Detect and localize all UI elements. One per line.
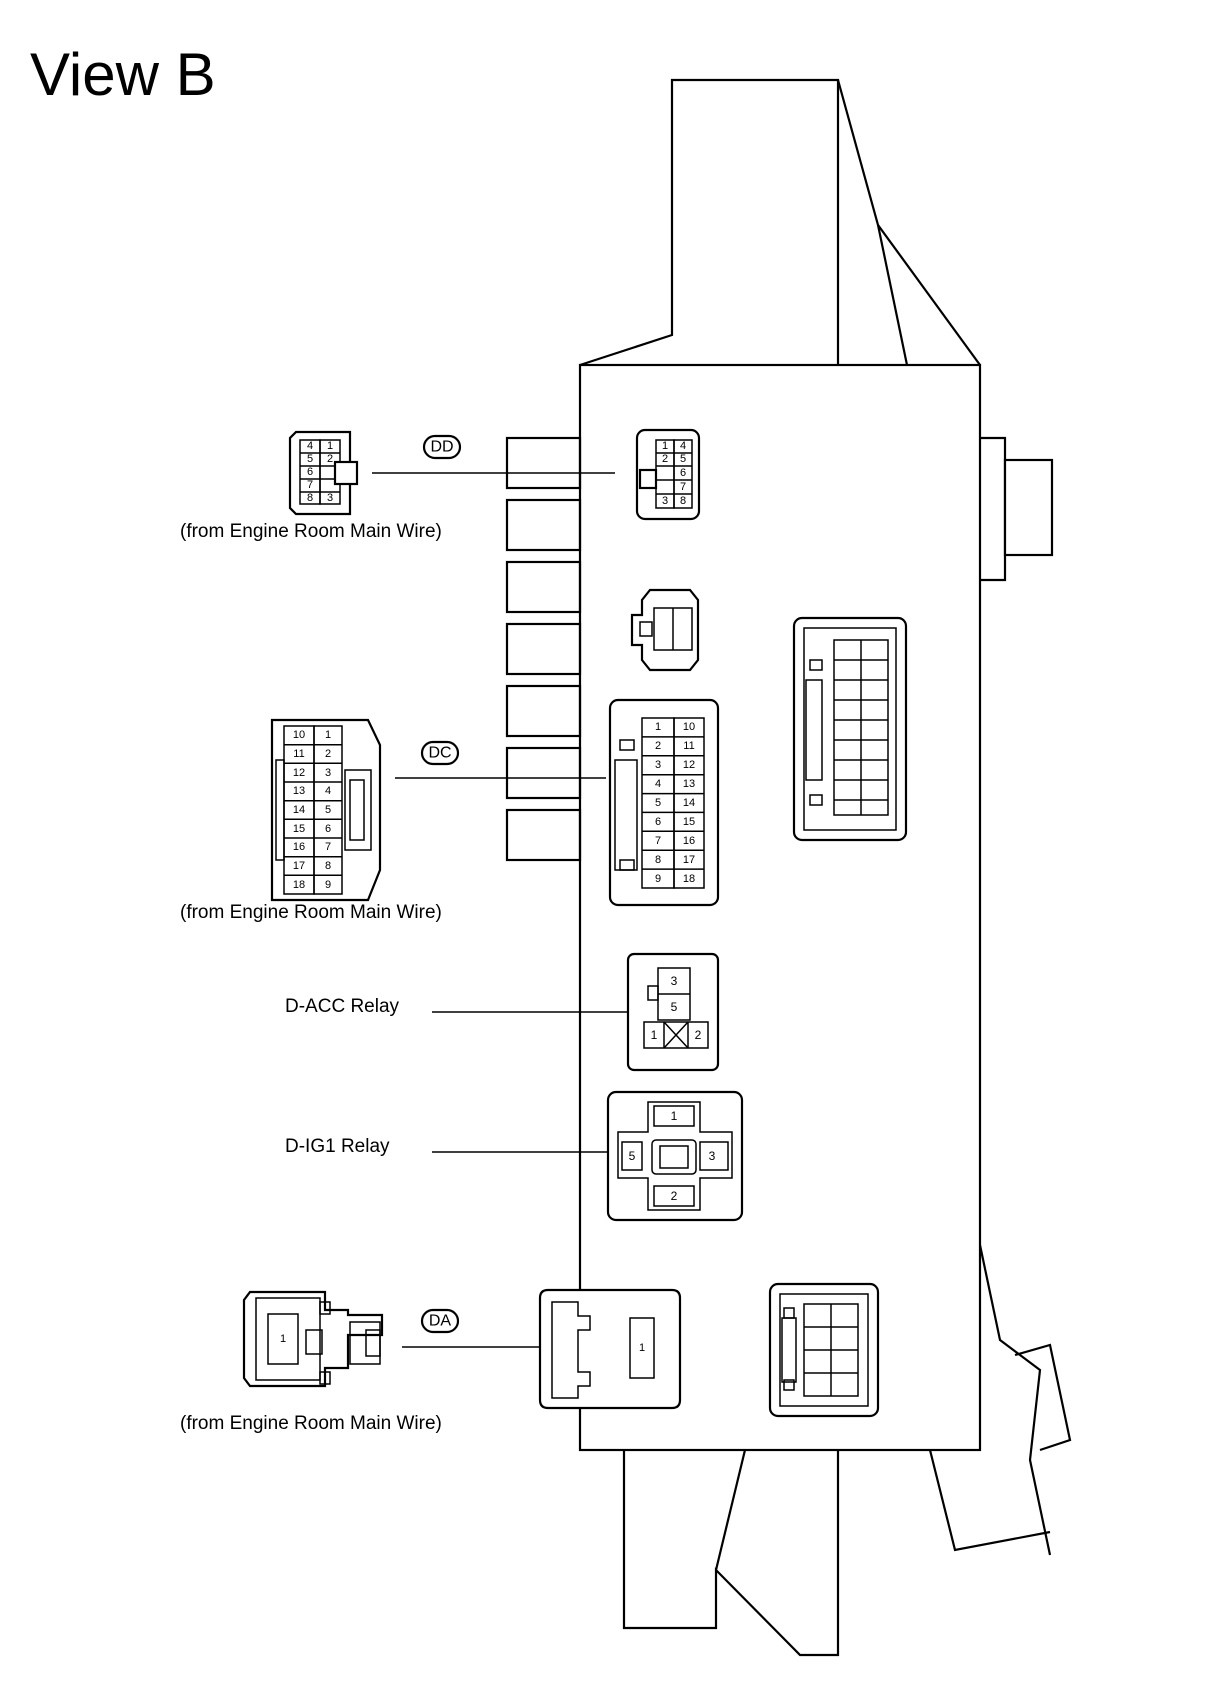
dd-wire-pin: 6: [307, 466, 313, 478]
dd-block-pin: 4: [680, 440, 686, 452]
svg-text:DC: DC: [428, 745, 451, 762]
svg-text:DD: DD: [430, 439, 453, 456]
dacc-pin: 3: [671, 974, 678, 988]
da-block-pin: 1: [639, 1342, 645, 1354]
da-wire-connector: 1: [242, 1290, 384, 1388]
dd-block-pin: 8: [680, 495, 686, 507]
dd-wire-connector: 4 1 5 2 6 7 8 3: [288, 430, 359, 516]
dd-block-pin: 2: [662, 453, 668, 465]
dd-block-pin: 6: [680, 467, 686, 479]
da-block-connector: 1: [538, 1288, 682, 1410]
dc-wire-pin: 1: [325, 729, 331, 741]
dacc-pin: 1: [651, 1028, 658, 1042]
dd-block-pin: 7: [680, 481, 686, 493]
dc-block-pin: 17: [683, 854, 695, 866]
right-socket-lower: [768, 1282, 880, 1418]
dc-wire-connector: 10 1 11 2 12 3 13 4 14 5 15 6 16 7 17 8 …: [270, 718, 382, 902]
dd-wire-pin: 8: [307, 492, 313, 504]
dc-wire-pin: 13: [293, 785, 305, 797]
dc-block-pin: 10: [683, 721, 695, 733]
dacc-pin: 2: [695, 1028, 702, 1042]
dc-wire-pin: 7: [325, 841, 331, 853]
left-tabs: [505, 436, 582, 862]
dacc-relay-socket: 3 5 1 2: [626, 952, 720, 1072]
small-socket: [630, 588, 700, 672]
dc-block-pin: 14: [683, 797, 695, 809]
dig1-pin: 2: [671, 1189, 678, 1203]
dacc-pin: 5: [671, 1000, 678, 1014]
dc-wire-pin: 3: [325, 767, 331, 779]
dc-block-pin: 2: [655, 740, 661, 752]
da-code-badge: DA: [420, 1308, 460, 1334]
dd-wire-pin: 3: [327, 492, 333, 504]
dd-wire-pin: 5: [307, 453, 313, 465]
dc-block-pin: 8: [655, 854, 661, 866]
right-socket-upper: [792, 616, 908, 842]
dd-block-pin: 3: [662, 495, 668, 507]
dc-wire-pin: 2: [325, 748, 331, 760]
dc-block-pin: 6: [655, 816, 661, 828]
dc-block-pin: 11: [683, 740, 694, 752]
dc-block-pin: 7: [655, 835, 661, 847]
dc-from-label: (from Engine Room Main Wire): [180, 902, 442, 923]
dc-wire-pin: 8: [325, 860, 331, 872]
dc-wire-pin: 5: [325, 804, 331, 816]
dc-block-connector: 1 10 2 11 3 12 4 13 5 14 6 15 7 16 8 17 …: [608, 698, 720, 907]
dc-wire-pin: 18: [293, 879, 305, 891]
dd-wire-pin: 4: [307, 440, 313, 452]
dd-wire-pin: 2: [327, 453, 333, 465]
dc-block-pin: 5: [655, 797, 661, 809]
dig1-pin: 1: [671, 1109, 678, 1123]
block-body: [505, 78, 1072, 1657]
dc-block-pin: 13: [683, 778, 695, 790]
dc-block-pin: 18: [683, 873, 695, 885]
dc-wire-pin: 11: [293, 748, 304, 760]
dc-wire-pin: 17: [293, 860, 305, 872]
dig1-pin: 5: [629, 1149, 636, 1163]
dd-wire-pin: 7: [307, 479, 313, 491]
dd-wire-pin: 1: [327, 440, 333, 452]
dc-block-pin: 16: [683, 835, 695, 847]
dc-wire-pin: 12: [293, 767, 305, 779]
dc-code-badge: DC: [420, 740, 460, 766]
dc-wire-pin: 9: [325, 879, 331, 891]
dd-block-pin: 5: [680, 453, 686, 465]
diagram-title: View B: [30, 41, 216, 108]
dc-block-pin: 1: [655, 721, 661, 733]
dc-block-pin: 3: [655, 759, 661, 771]
dd-from-label: (from Engine Room Main Wire): [180, 521, 442, 542]
dd-block-pin: 1: [662, 440, 668, 452]
dc-block-pin: 12: [683, 759, 695, 771]
da-from-label: (from Engine Room Main Wire): [180, 1413, 442, 1434]
dc-wire-pin: 6: [325, 823, 331, 835]
dc-wire-pin: 4: [325, 785, 331, 797]
da-wire-pin: 1: [280, 1333, 286, 1345]
dc-wire-pin: 10: [293, 729, 305, 741]
dig1-pin: 3: [709, 1149, 716, 1163]
dd-block-connector: 1 4 2 5 6 7 3 8: [635, 428, 701, 521]
dc-wire-pin: 16: [293, 841, 305, 853]
dc-wire-pin: 15: [293, 823, 305, 835]
svg-text:DA: DA: [429, 1313, 452, 1330]
dc-wire-pin: 14: [293, 804, 305, 816]
dc-block-pin: 15: [683, 816, 695, 828]
dig1-relay-label: D-IG1 Relay: [285, 1136, 390, 1157]
dc-block-pin: 4: [655, 778, 661, 790]
dd-code-badge: DD: [422, 434, 462, 460]
dig1-relay-socket: 1 5 3 2: [606, 1090, 744, 1222]
dacc-relay-label: D-ACC Relay: [285, 996, 400, 1017]
dc-block-pin: 9: [655, 873, 661, 885]
